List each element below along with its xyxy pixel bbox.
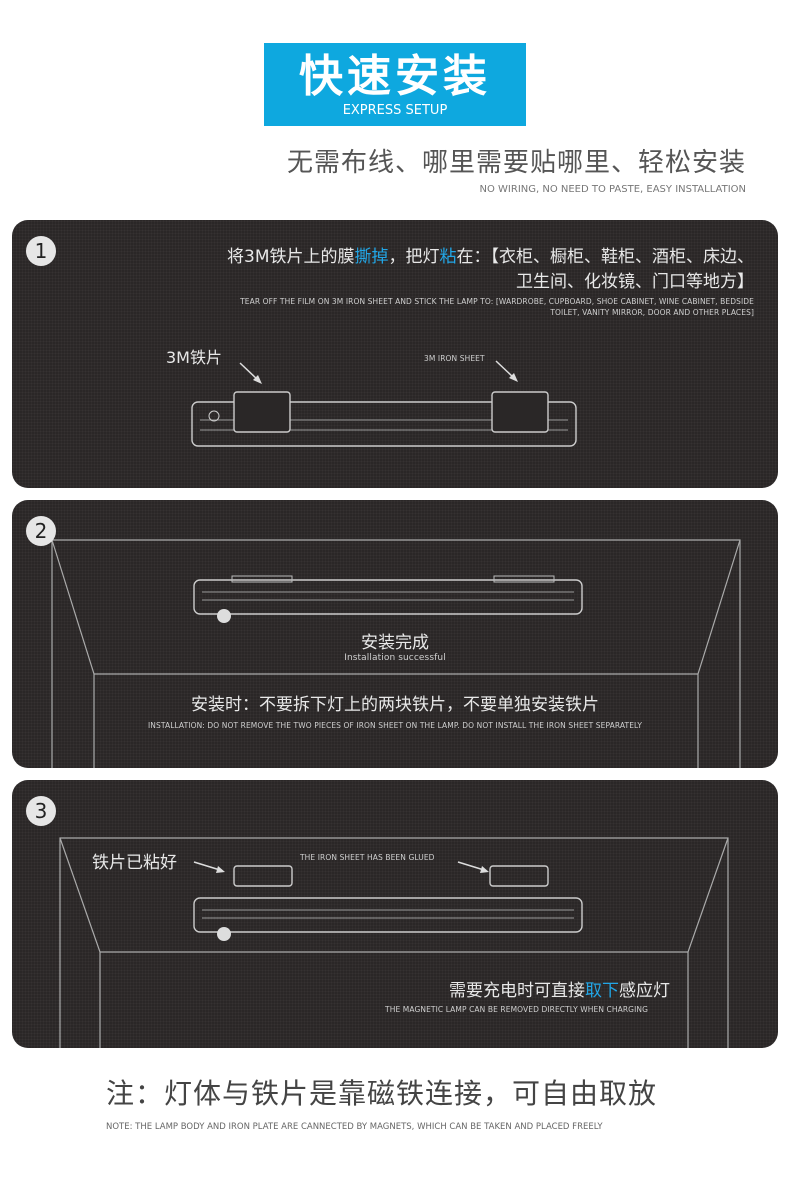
step-1-instruction-line1: 将3M铁片上的膜撕掉，把灯粘在：【衣柜、橱柜、鞋柜、酒柜、床边、	[227, 247, 754, 267]
step-number: 2	[26, 516, 56, 546]
installation-done-en: Installation successful	[344, 653, 446, 663]
cabinet-installed-illustration	[51, 539, 741, 768]
lamp-back-illustration	[191, 360, 577, 447]
installation-warning-cn: 安装时：不要拆下灯上的两块铁片，不要单独安装铁片	[191, 695, 599, 715]
step-1-instruction-en-line2: TOILET, VANITY MIRROR, DOOR AND OTHER PL…	[550, 308, 754, 317]
step-1-instruction-line2: 卫生间、化妆镜、门口等地方】	[516, 272, 754, 292]
title-cn: 快速安装	[299, 51, 491, 102]
cabinet-removal-illustration	[59, 837, 729, 1048]
glued-label-en: THE IRON SHEET HAS BEEN GLUED	[300, 853, 435, 862]
step-3-panel: 3 铁片已粘好 THE IRON SHEET HAS BEEN GLUED 需要…	[12, 780, 778, 1048]
step-number: 3	[26, 796, 56, 826]
step-1-panel: 1 将3M铁片上的膜撕掉，把灯粘在：【衣柜、橱柜、鞋柜、酒柜、床边、 卫生间、化…	[12, 220, 778, 488]
title-en: EXPRESS SETUP	[342, 103, 448, 118]
step-number: 1	[26, 236, 56, 266]
subtitle-en: NO WIRING, NO NEED TO PASTE, EASY INSTAL…	[479, 184, 747, 195]
iron-sheet-label-cn: 3M铁片	[166, 348, 222, 367]
charging-note-en: THE MAGNETIC LAMP CAN BE REMOVED DIRECTL…	[385, 1005, 648, 1014]
installation-warning-en: INSTALLATION: DO NOT REMOVE THE TWO PIEC…	[147, 721, 642, 730]
charging-note-cn: 需要充电时可直接取下感应灯	[449, 981, 670, 1001]
title-banner: 快速安装 EXPRESS SETUP	[264, 43, 526, 126]
glued-label-cn: 铁片已粘好	[92, 853, 177, 873]
iron-sheet-label-en: 3M IRON SHEET	[424, 354, 485, 363]
footer-note-en: NOTE: THE LAMP BODY AND IRON PLATE ARE C…	[106, 1122, 603, 1132]
installation-done-cn: 安装完成	[361, 633, 429, 653]
subtitle-cn: 无需布线、哪里需要贴哪里、轻松安装	[286, 148, 746, 178]
step-1-instruction-en-line1: TEAR OFF THE FILM ON 3M IRON SHEET AND S…	[240, 297, 754, 306]
step-2-panel: 2 安装完成 Installation successful 安装时：不要拆下灯…	[12, 500, 778, 768]
footer-note-cn: 注：灯体与铁片是靠磁铁连接，可自由取放	[106, 1077, 658, 1110]
